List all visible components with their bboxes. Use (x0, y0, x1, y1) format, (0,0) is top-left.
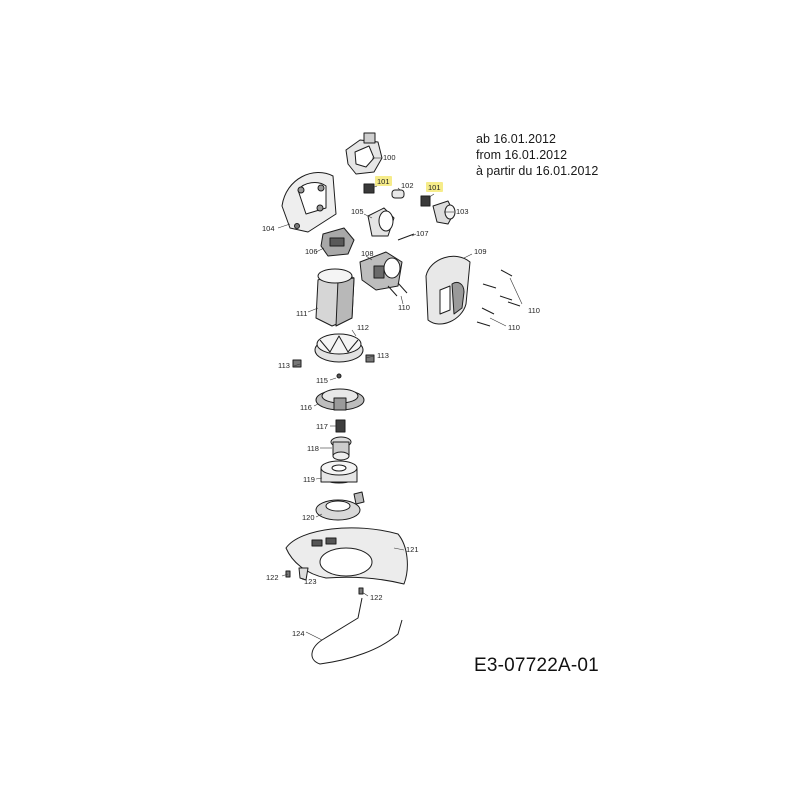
part-111-motor (315, 268, 355, 327)
part-103-button (432, 200, 456, 225)
leader-lines (277, 157, 523, 641)
part-121-guard (285, 527, 408, 585)
callout-100: 100 (383, 153, 396, 162)
callout-124: 124 (292, 629, 305, 638)
part-115-screw (336, 373, 342, 379)
callout-113-right: 113 (377, 351, 389, 360)
part-122-screw-right (358, 587, 364, 595)
highlight-101-left (375, 176, 392, 186)
drawing-code: E3-07722A-01 (474, 655, 599, 676)
callout-113-left: 113 (278, 361, 290, 370)
part-117-spring (335, 419, 346, 433)
callout-112: 112 (357, 323, 369, 332)
part-113-nut-left (292, 359, 302, 368)
callout-104: 104 (262, 224, 275, 233)
validity-note: ab 16.01.2012 from 16.01.2012 à partir d… (476, 131, 598, 179)
part-100-switch-housing (345, 132, 383, 175)
part-109-hood (425, 255, 471, 325)
callout-103: 103 (456, 207, 469, 216)
highlight-101-right (426, 182, 443, 192)
callout-122-right: 122 (370, 593, 383, 602)
part-119-spool (320, 460, 358, 484)
part-113-nut-right (365, 354, 375, 363)
callout-115: 115 (316, 376, 328, 385)
part-107-rod (397, 233, 415, 241)
callout-117: 117 (316, 422, 328, 431)
part-104-housing-half (281, 172, 337, 233)
part-110-screws (387, 269, 521, 327)
callout-106: 106 (305, 247, 318, 256)
callout-101-right: 101 (428, 183, 441, 192)
callout-107: 107 (416, 229, 429, 238)
callout-121: 121 (406, 545, 419, 554)
callout-122-left: 122 (266, 573, 279, 582)
callout-111: 111 (296, 309, 307, 318)
part-106-connector (320, 227, 355, 257)
part-120-spool-cover (315, 491, 365, 521)
part-105-collar (367, 207, 395, 237)
part-116-spool-carrier (315, 388, 365, 411)
validity-note-de: ab 16.01.2012 (476, 132, 556, 146)
callout-118: 118 (307, 444, 319, 453)
callout-labels: 100 101 102 101 103 104 105 106 107 108 … (262, 153, 540, 638)
callout-101-left: 101 (377, 177, 390, 186)
callout-116: 116 (300, 403, 312, 412)
callout-110-right-upper: 110 (528, 306, 540, 315)
callout-110-mid: 110 (398, 303, 410, 312)
validity-note-fr: à partir du 16.01.2012 (476, 164, 599, 178)
part-101-spring-right (420, 195, 431, 207)
callout-123: 123 (304, 577, 317, 586)
callout-108: 108 (361, 249, 374, 258)
part-123-blade (298, 567, 309, 581)
part-102-pin (391, 189, 405, 199)
validity-note-en: from 16.01.2012 (476, 148, 568, 162)
part-112-fan (314, 333, 364, 363)
callout-119: 119 (303, 475, 315, 484)
callout-120: 120 (302, 513, 315, 522)
part-118-hub (330, 436, 352, 461)
part-101-spring-left (363, 183, 375, 194)
callout-110-right-lower: 110 (508, 323, 520, 332)
part-124-wire-guard (311, 597, 403, 665)
callout-109: 109 (474, 247, 487, 256)
callout-102: 102 (401, 181, 414, 190)
callout-105: 105 (351, 207, 364, 216)
part-108-motor-mount (359, 251, 403, 291)
